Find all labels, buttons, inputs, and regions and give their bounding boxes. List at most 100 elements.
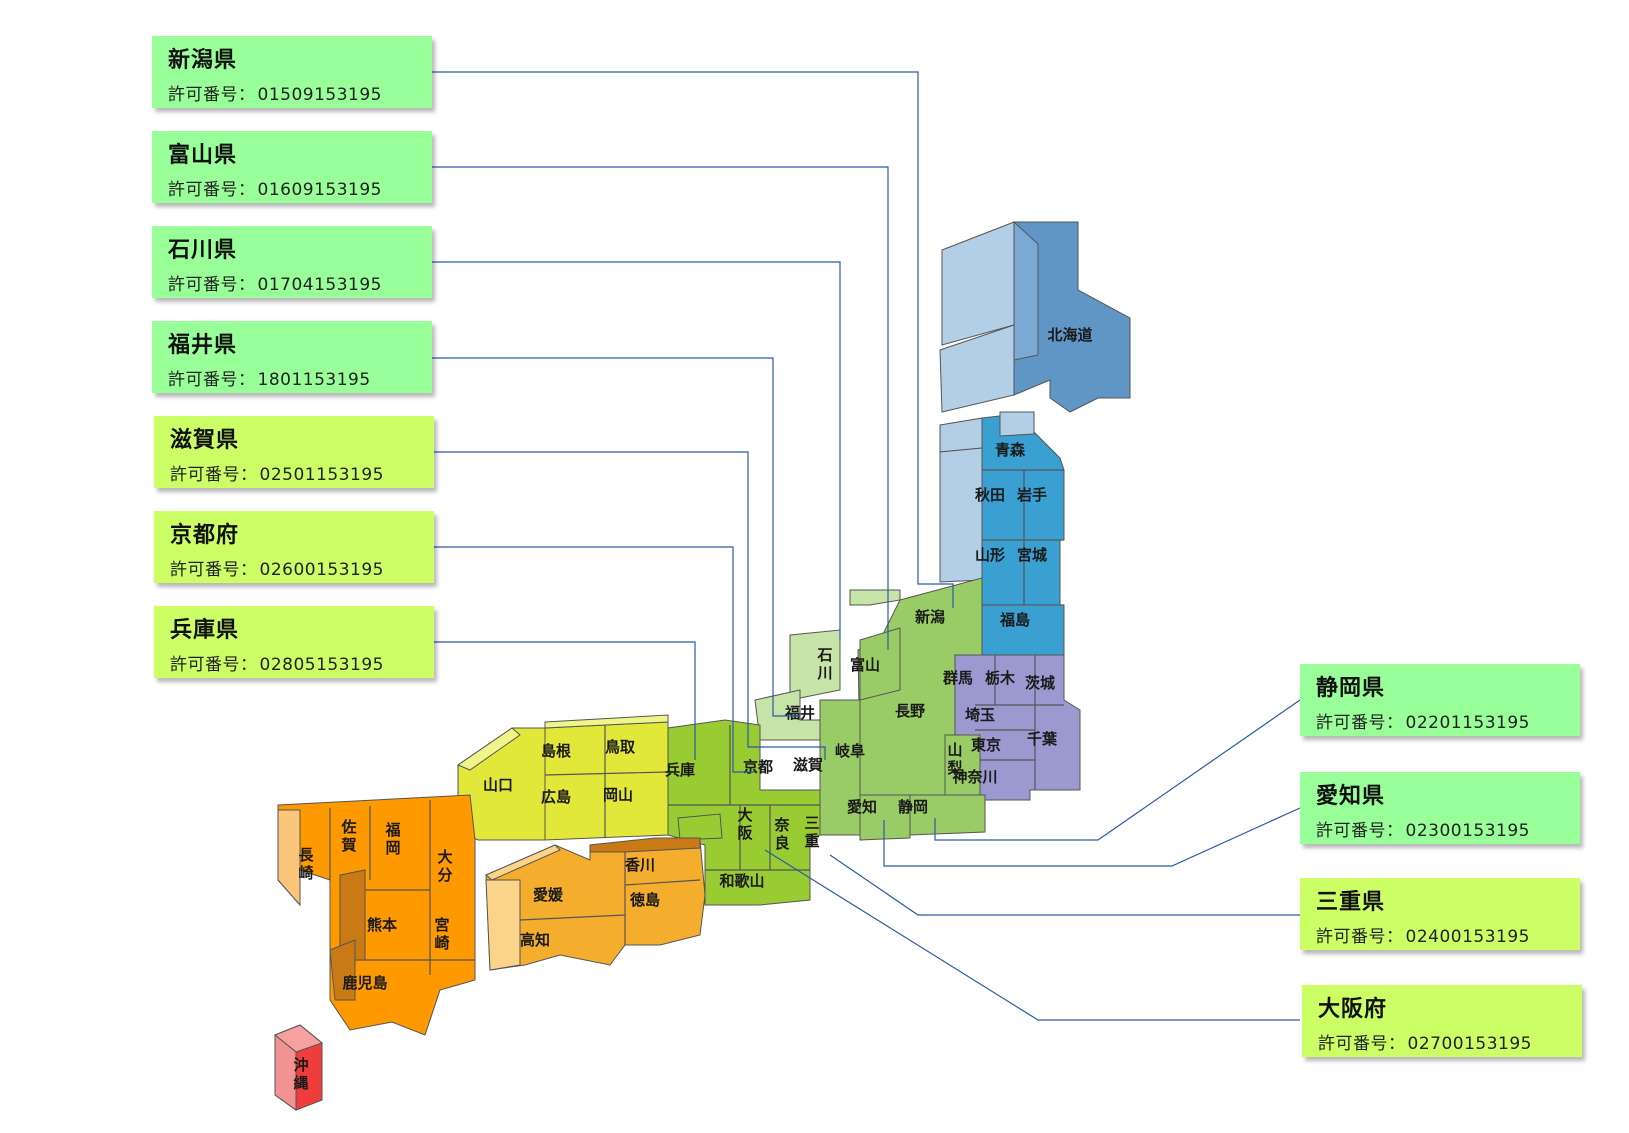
pref-oita: 大分: [437, 848, 452, 884]
pref-saga: 佐賀: [340, 818, 356, 854]
card-title: 京都府: [170, 523, 240, 548]
pref-akita: 秋田: [975, 486, 1005, 504]
permit-number: 許可番号：02501153195: [170, 465, 384, 485]
card-ishikawa: 石川県 許可番号：01704153195: [152, 226, 432, 298]
permit-number: 許可番号：02600153195: [170, 560, 384, 580]
region-kinki: [667, 719, 821, 906]
pref-shimane: 島根: [541, 742, 571, 760]
card-title: 富山県: [168, 143, 238, 168]
permit-number: 許可番号：02400153195: [1316, 927, 1530, 947]
connector-aichi: [883, 807, 1301, 867]
card-shiga: 滋賀県 許可番号：02501153195: [154, 416, 434, 488]
connector-ishikawa: [432, 261, 841, 640]
permit-number: 許可番号：1801153195: [168, 370, 371, 390]
permit-number: 許可番号：01609153195: [168, 180, 382, 200]
card-title: 福井県: [168, 333, 238, 358]
pref-ishikawa: 石川: [816, 646, 832, 682]
pref-aichi: 愛知: [847, 798, 877, 816]
pref-hokkaido: 北海道: [1047, 326, 1092, 344]
connector-niigata: [432, 71, 954, 608]
pref-kanagawa: 神奈川: [952, 768, 997, 786]
card-title: 滋賀県: [170, 428, 240, 453]
pref-miyagi: 宮城: [1017, 546, 1047, 564]
permit-number: 許可番号：02201153195: [1316, 713, 1530, 733]
card-osaka: 大阪府 許可番号：02700153195: [1302, 985, 1582, 1057]
connector-fukui: [432, 357, 800, 717]
permit-number: 許可番号：02300153195: [1316, 821, 1530, 841]
pref-toyama: 富山: [850, 656, 880, 674]
pref-fukui: 福井: [784, 704, 815, 722]
region-tohoku: [939, 411, 1065, 656]
pref-chiba: 千葉: [1027, 730, 1058, 748]
pref-ibaraki: 茨城: [1025, 674, 1055, 692]
pref-saitama: 埼玉: [965, 706, 995, 724]
pref-kagoshima: 鹿児島: [342, 974, 387, 992]
pref-hyogo: 兵庫: [665, 761, 695, 779]
pref-tottori: 鳥取: [605, 738, 636, 756]
pref-yamagata: 山形: [975, 546, 1005, 564]
pref-kagawa: 香川: [625, 856, 655, 874]
prefecture-labels: 北海道 青森 秋田 岩手 山形 宮城 福島 新潟 富山 石川 福井 長野 岐阜 …: [293, 326, 1092, 1092]
permit-number: 許可番号：02805153195: [170, 655, 384, 675]
pref-tokushima: 徳島: [629, 891, 660, 909]
pref-fukuoka: 福岡: [384, 821, 400, 857]
region-hokkaido: [939, 220, 1131, 413]
permit-number: 許可番号：01704153195: [168, 275, 382, 295]
permit-number: 許可番号：02700153195: [1318, 1034, 1532, 1054]
pref-iwate: 岩手: [1016, 486, 1047, 504]
card-niigata: 新潟県 許可番号：01509153195: [152, 36, 432, 108]
region-chubu: [754, 577, 986, 841]
card-hyogo: 兵庫県 許可番号：02805153195: [154, 606, 434, 678]
card-title: 静岡県: [1316, 676, 1386, 701]
pref-nara: 奈良: [773, 816, 790, 852]
pref-shizuoka: 静岡: [898, 798, 928, 816]
pref-kochi: 高知: [520, 931, 550, 949]
pref-nagasaki: 長崎: [298, 846, 314, 882]
pref-okinawa: 沖縄: [293, 1056, 308, 1092]
card-title: 新潟県: [168, 48, 238, 73]
pref-yamanashi: 山梨: [946, 741, 962, 777]
pref-niigata: 新潟: [915, 608, 945, 626]
pref-tochigi: 栃木: [985, 669, 1016, 687]
connector-lines: [432, 71, 1301, 1021]
pref-ehime: 愛媛: [533, 886, 564, 904]
pref-kumamoto: 熊本: [367, 916, 397, 934]
permit-number: 許可番号：01509153195: [168, 85, 382, 105]
pref-fukushima: 福島: [999, 611, 1030, 629]
connector-toyama: [432, 166, 889, 650]
pref-yamaguchi: 山口: [483, 776, 513, 794]
card-title: 大阪府: [1318, 997, 1388, 1022]
region-shikoku: [485, 837, 706, 971]
pref-hiroshima: 広島: [541, 788, 571, 806]
connector-osaka: [764, 849, 1300, 1021]
connector-hyogo: [432, 641, 696, 760]
pref-wakayama: 和歌山: [719, 872, 764, 890]
card-title: 兵庫県: [170, 618, 240, 643]
pref-tokyo: 東京: [971, 736, 1001, 754]
pref-nagano: 長野: [895, 702, 925, 720]
pref-aomori: 青森: [995, 441, 1026, 459]
card-kyoto: 京都府 許可番号：02600153195: [154, 511, 434, 583]
card-toyama: 富山県 許可番号：01609153195: [152, 131, 432, 203]
pref-gunma: 群馬: [943, 669, 973, 687]
region-chugoku: [456, 714, 669, 841]
region-okinawa: [274, 1024, 324, 1111]
pref-miyazaki: 宮崎: [434, 916, 449, 952]
connector-mie: [829, 854, 1300, 916]
pref-mie: 三重: [804, 814, 819, 850]
card-mie: 三重県 許可番号：02400153195: [1300, 878, 1580, 950]
pref-gifu: 岐阜: [835, 742, 865, 760]
card-fukui: 福井県 許可番号：1801153195: [152, 321, 432, 393]
card-title: 愛知県: [1316, 784, 1386, 809]
connector-shiga: [432, 451, 826, 760]
card-shizuoka: 静岡県 許可番号：02201153195: [1300, 664, 1580, 736]
pref-shiga: 滋賀: [793, 756, 823, 774]
card-title: 三重県: [1316, 890, 1386, 915]
connector-shizuoka: [934, 699, 1301, 841]
region-kyushu: [277, 794, 476, 1036]
pref-osaka: 大阪: [737, 806, 753, 842]
connector-kyoto: [432, 546, 755, 773]
card-title: 石川県: [168, 238, 238, 263]
pref-kyoto: 京都: [743, 758, 773, 776]
